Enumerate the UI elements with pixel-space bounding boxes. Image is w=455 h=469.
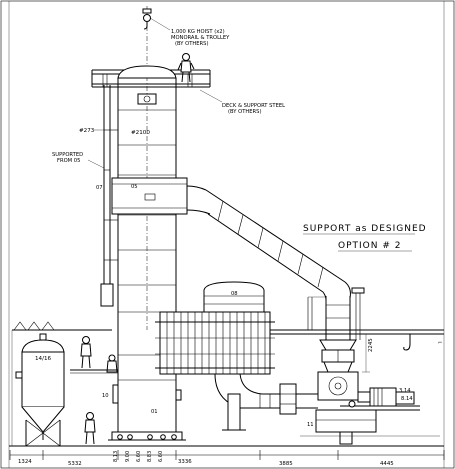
pipe-rack-end-label: ⌐ bbox=[438, 340, 442, 346]
vent-stack bbox=[100, 85, 118, 307]
bottom-dimension-chain bbox=[9, 450, 445, 460]
dim-3336: 3336 bbox=[178, 459, 192, 465]
hoist-note-line1: 1,000 KG HOIST (x2) bbox=[171, 29, 225, 35]
roof-hatch bbox=[12, 321, 112, 331]
dim-2245: 2245 bbox=[368, 338, 374, 352]
dim-5332: 5332 bbox=[68, 461, 82, 467]
side-vessel bbox=[15, 333, 65, 447]
deck-steel bbox=[91, 69, 211, 88]
tank-08 bbox=[203, 281, 265, 313]
svg-text:8.83: 8.83 bbox=[147, 451, 153, 462]
option-title: OPTION # 2 bbox=[338, 241, 401, 251]
tag-3-14: 3.14 bbox=[399, 388, 411, 394]
vent-stack-valve bbox=[100, 283, 114, 307]
worker-figure-deck bbox=[177, 53, 195, 83]
tag-05: 05 bbox=[131, 184, 138, 190]
fan-housing bbox=[317, 371, 359, 401]
downcomer-duct bbox=[317, 296, 359, 401]
hoist-note-line2: MONORAIL & TROLLEY bbox=[171, 35, 230, 41]
hoist-assembly bbox=[142, 6, 171, 330]
damper-box bbox=[279, 383, 297, 415]
top-manway bbox=[137, 93, 157, 105]
svg-text:9.00: 9.00 bbox=[125, 451, 131, 462]
column-top-head bbox=[117, 65, 177, 79]
diameter-label-273: #273 bbox=[79, 128, 95, 134]
scrubber-column bbox=[108, 65, 186, 441]
worker-figure-bottom bbox=[84, 412, 96, 445]
tag-11: 11 bbox=[307, 422, 314, 428]
tag-01: 01 bbox=[151, 409, 158, 415]
worker-figure-column bbox=[106, 354, 118, 373]
tag-14-16: 14/16 bbox=[35, 356, 52, 362]
deck-note-line1: DECK & SUPPORT STEEL bbox=[222, 103, 285, 109]
tag-08: 08 bbox=[231, 291, 238, 297]
inclined-duct bbox=[186, 185, 351, 301]
pump-motor-skid bbox=[300, 387, 440, 445]
supported-note-line1: SUPPORTED bbox=[52, 152, 83, 158]
hoist-note-line3: (BY OTHERS) bbox=[175, 41, 208, 47]
support-title: SUPPORT as DESIGNED bbox=[303, 224, 427, 234]
base-small-dims: 8.13 9.00 6.60 8.83 6.60 bbox=[113, 451, 164, 462]
supported-note-line2: FROM 05 bbox=[57, 158, 80, 164]
diameter-label-2100: #2100 bbox=[131, 130, 150, 136]
svg-text:6.60: 6.60 bbox=[158, 451, 164, 462]
filter-bank bbox=[155, 311, 275, 375]
tag-10: 10 bbox=[102, 393, 109, 399]
inlet-collar bbox=[111, 177, 188, 215]
svg-text:6.60: 6.60 bbox=[136, 451, 142, 462]
tag-07: 07 bbox=[96, 185, 103, 191]
hoist-hook-icon bbox=[143, 14, 151, 22]
pipe-rack bbox=[268, 287, 444, 340]
dim-4445: 4445 bbox=[380, 461, 394, 467]
worker-figure-left bbox=[80, 336, 92, 369]
right-hook-icon bbox=[403, 334, 411, 351]
deck-note-line2: (BY OTHERS) bbox=[228, 109, 261, 115]
dim-3885: 3885 bbox=[279, 461, 293, 467]
svg-text:8.13: 8.13 bbox=[113, 451, 119, 462]
dim-1324: 1324 bbox=[18, 459, 32, 465]
small-dim-8-14: 8.14 bbox=[401, 396, 413, 402]
lower-duct bbox=[214, 373, 318, 431]
